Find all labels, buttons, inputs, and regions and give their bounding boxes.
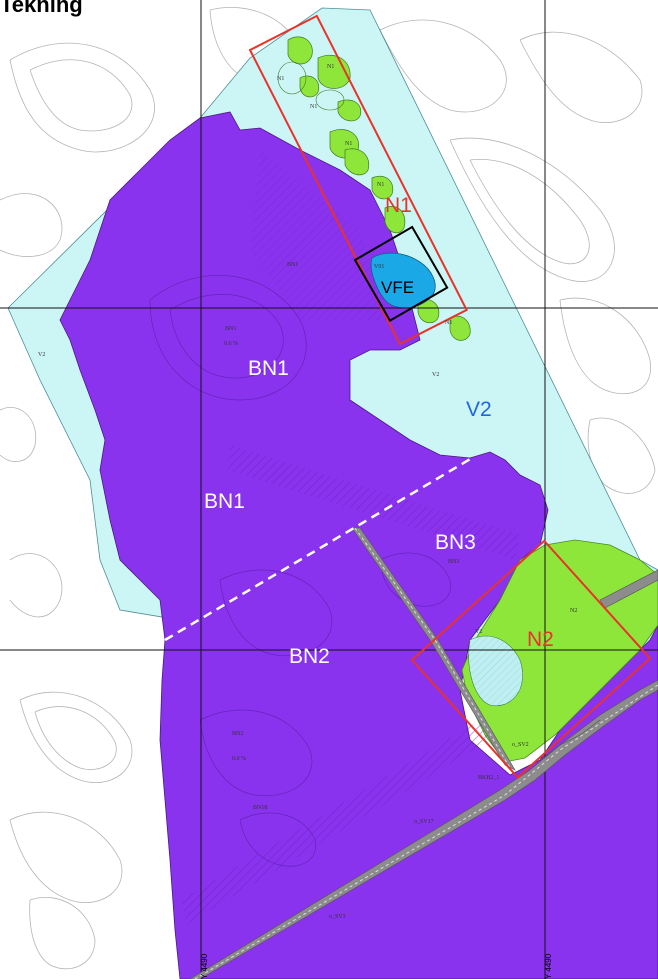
svg-text:BN3: BN3	[448, 559, 459, 565]
label-bn1-north: BN1	[248, 357, 289, 380]
svg-text:N1: N1	[277, 76, 284, 82]
svg-text:BN2: BN2	[232, 731, 243, 737]
svg-text:N1: N1	[377, 182, 384, 188]
label-n1: N1	[385, 194, 412, 217]
coord-left: Y 4490	[200, 953, 209, 979]
svg-text:N1: N1	[445, 320, 452, 326]
svg-text:V2: V2	[475, 629, 482, 635]
label-v2: V2	[466, 398, 492, 421]
svg-text:BN1: BN1	[225, 326, 236, 332]
svg-text:V2: V2	[432, 372, 439, 378]
label-vfe: VFE	[381, 278, 414, 297]
svg-text:0.0 %: 0.0 %	[232, 756, 246, 762]
svg-text:o_SV3: o_SV3	[329, 914, 346, 920]
n1-frame	[248, 14, 468, 346]
label-bn1-south: BN1	[204, 490, 245, 513]
svg-text:BN18: BN18	[253, 805, 267, 811]
svg-text:BKB2_1: BKB2_1	[478, 775, 499, 781]
svg-text:N1: N1	[327, 64, 334, 70]
svg-text:N1: N1	[310, 104, 317, 110]
svg-text:V01: V01	[374, 264, 384, 270]
label-bn2: BN2	[289, 645, 330, 668]
label-bn3: BN3	[435, 531, 476, 554]
coord-right: Y 4490	[544, 953, 553, 979]
n2-frame	[410, 539, 652, 779]
svg-text:o_SV2: o_SV2	[512, 742, 529, 748]
nature-zone-n1-islands	[287, 36, 471, 341]
svg-text:V2: V2	[38, 352, 45, 358]
page-heading: Tekning	[0, 0, 83, 17]
label-n2: N2	[527, 628, 554, 651]
svg-text:BN1: BN1	[287, 262, 298, 268]
svg-text:N2: N2	[570, 608, 577, 614]
svg-text:0.0 %: 0.0 %	[224, 341, 238, 347]
vfe-frame	[353, 225, 449, 322]
svg-text:N1: N1	[345, 141, 352, 147]
svg-text:o_SV17: o_SV17	[414, 819, 434, 825]
building-zone-purple	[59, 111, 658, 979]
